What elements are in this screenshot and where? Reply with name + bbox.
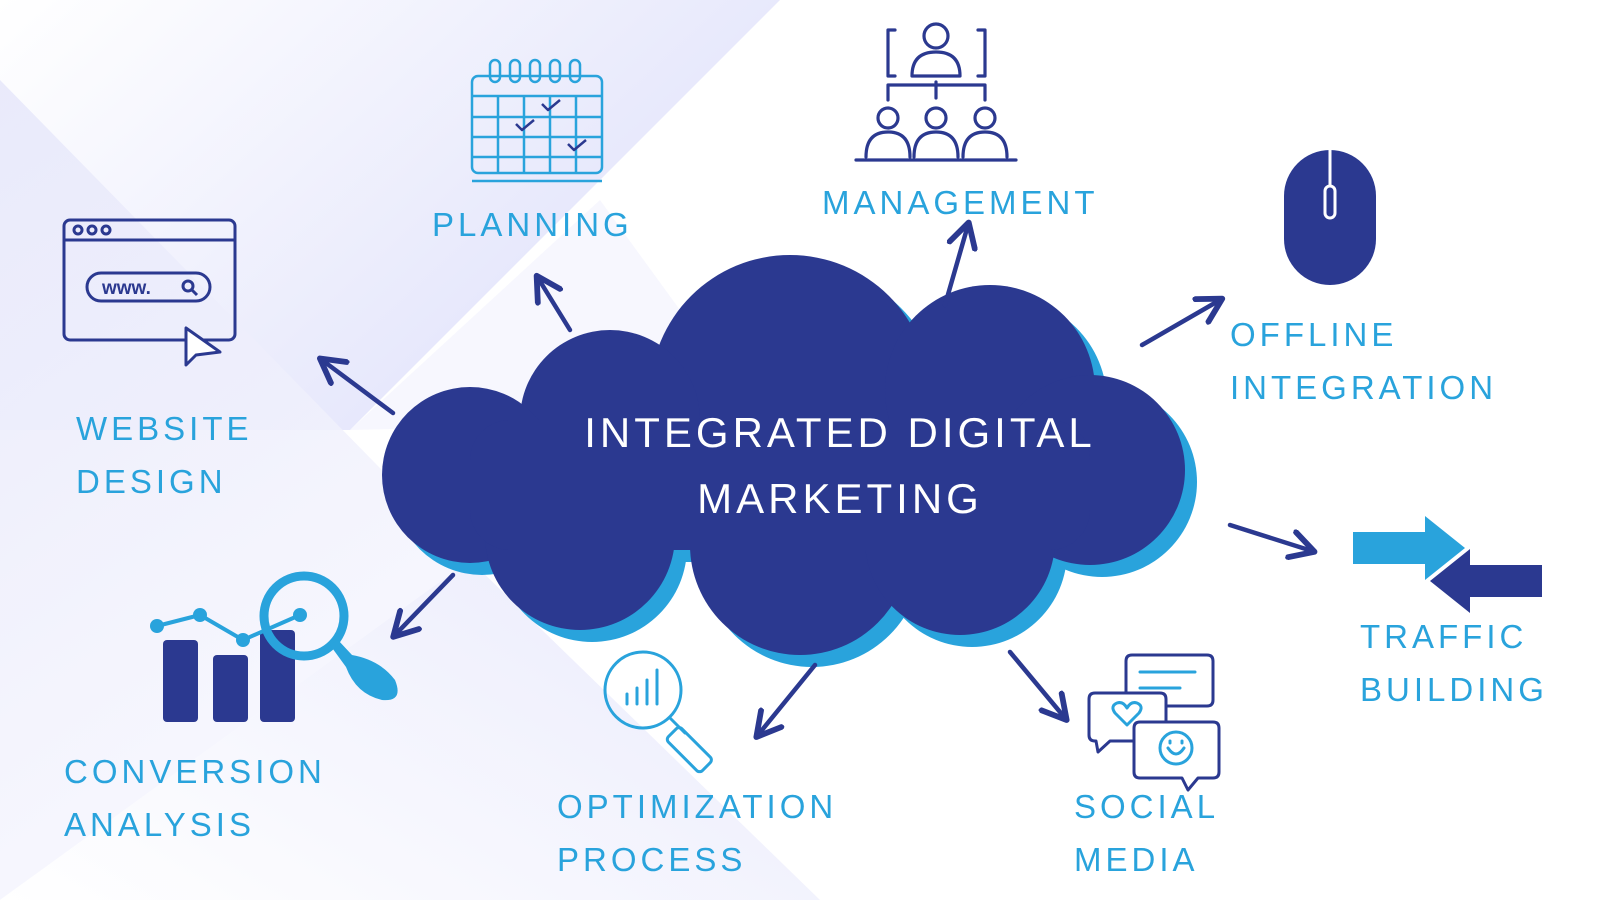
computer-mouse-icon [1284, 150, 1376, 285]
arrow-to-planning [538, 278, 573, 333]
cursor-icon [184, 326, 222, 367]
browser-window-icon: www. [62, 218, 237, 367]
arrow-to-website-design [322, 360, 396, 416]
label-social-media: SOCIAL MEDIA [1074, 780, 1219, 886]
browser-url-text: www. [101, 278, 151, 299]
label-traffic-building-line-2: BUILDING [1360, 671, 1548, 708]
label-optimization-process: OPTIMIZATION PROCESS [557, 780, 837, 886]
center-title-line-2: MARKETING [697, 475, 983, 522]
label-conversion-analysis-line-2: ANALYSIS [64, 806, 255, 843]
label-social-media-line-1: SOCIAL [1074, 788, 1220, 825]
arrow-to-conversion-analysis [395, 572, 456, 635]
label-management: MANAGEMENT [822, 176, 1099, 229]
center-title: INTEGRATED DIGITAL MARKETING [470, 400, 1210, 532]
two-way-arrows-icon [1353, 516, 1542, 613]
label-offline-integration-line-1: OFFLINE [1230, 316, 1398, 353]
label-planning: PLANNING [432, 198, 633, 251]
arrow-to-optimization-process [758, 662, 818, 735]
label-conversion-analysis: CONVERSION ANALYSIS [64, 745, 326, 851]
cloud-shape [382, 255, 1185, 655]
arrow-to-management [942, 225, 968, 308]
center-title-line-1: INTEGRATED DIGITAL [584, 409, 1096, 456]
label-website-design-line-1: WEBSITE [76, 410, 253, 447]
label-traffic-building: TRAFFIC BUILDING [1360, 610, 1548, 716]
label-planning-line-1: PLANNING [432, 206, 633, 243]
calendar-icon [470, 58, 604, 183]
label-optimization-process-line-2: PROCESS [557, 841, 747, 878]
label-website-design-line-2: DESIGN [76, 463, 227, 500]
label-offline-integration-line-2: INTEGRATION [1230, 369, 1498, 406]
chat-bubbles-icon [1087, 653, 1221, 792]
label-conversion-analysis-line-1: CONVERSION [64, 753, 326, 790]
bar-chart-magnifier-icon [150, 571, 398, 722]
team-hierarchy-icon [854, 22, 1018, 162]
label-website-design: WEBSITE DESIGN [76, 402, 253, 508]
arrow-to-social-media [1007, 649, 1065, 718]
arrow-to-traffic-building [1227, 522, 1312, 551]
search-chart-icon [603, 650, 713, 774]
label-management-line-1: MANAGEMENT [822, 184, 1099, 221]
label-offline-integration: OFFLINE INTEGRATION [1230, 308, 1497, 414]
arrow-to-offline-integration [1139, 300, 1220, 348]
label-traffic-building-line-1: TRAFFIC [1360, 618, 1528, 655]
label-optimization-process-line-1: OPTIMIZATION [557, 788, 838, 825]
label-social-media-line-2: MEDIA [1074, 841, 1199, 878]
